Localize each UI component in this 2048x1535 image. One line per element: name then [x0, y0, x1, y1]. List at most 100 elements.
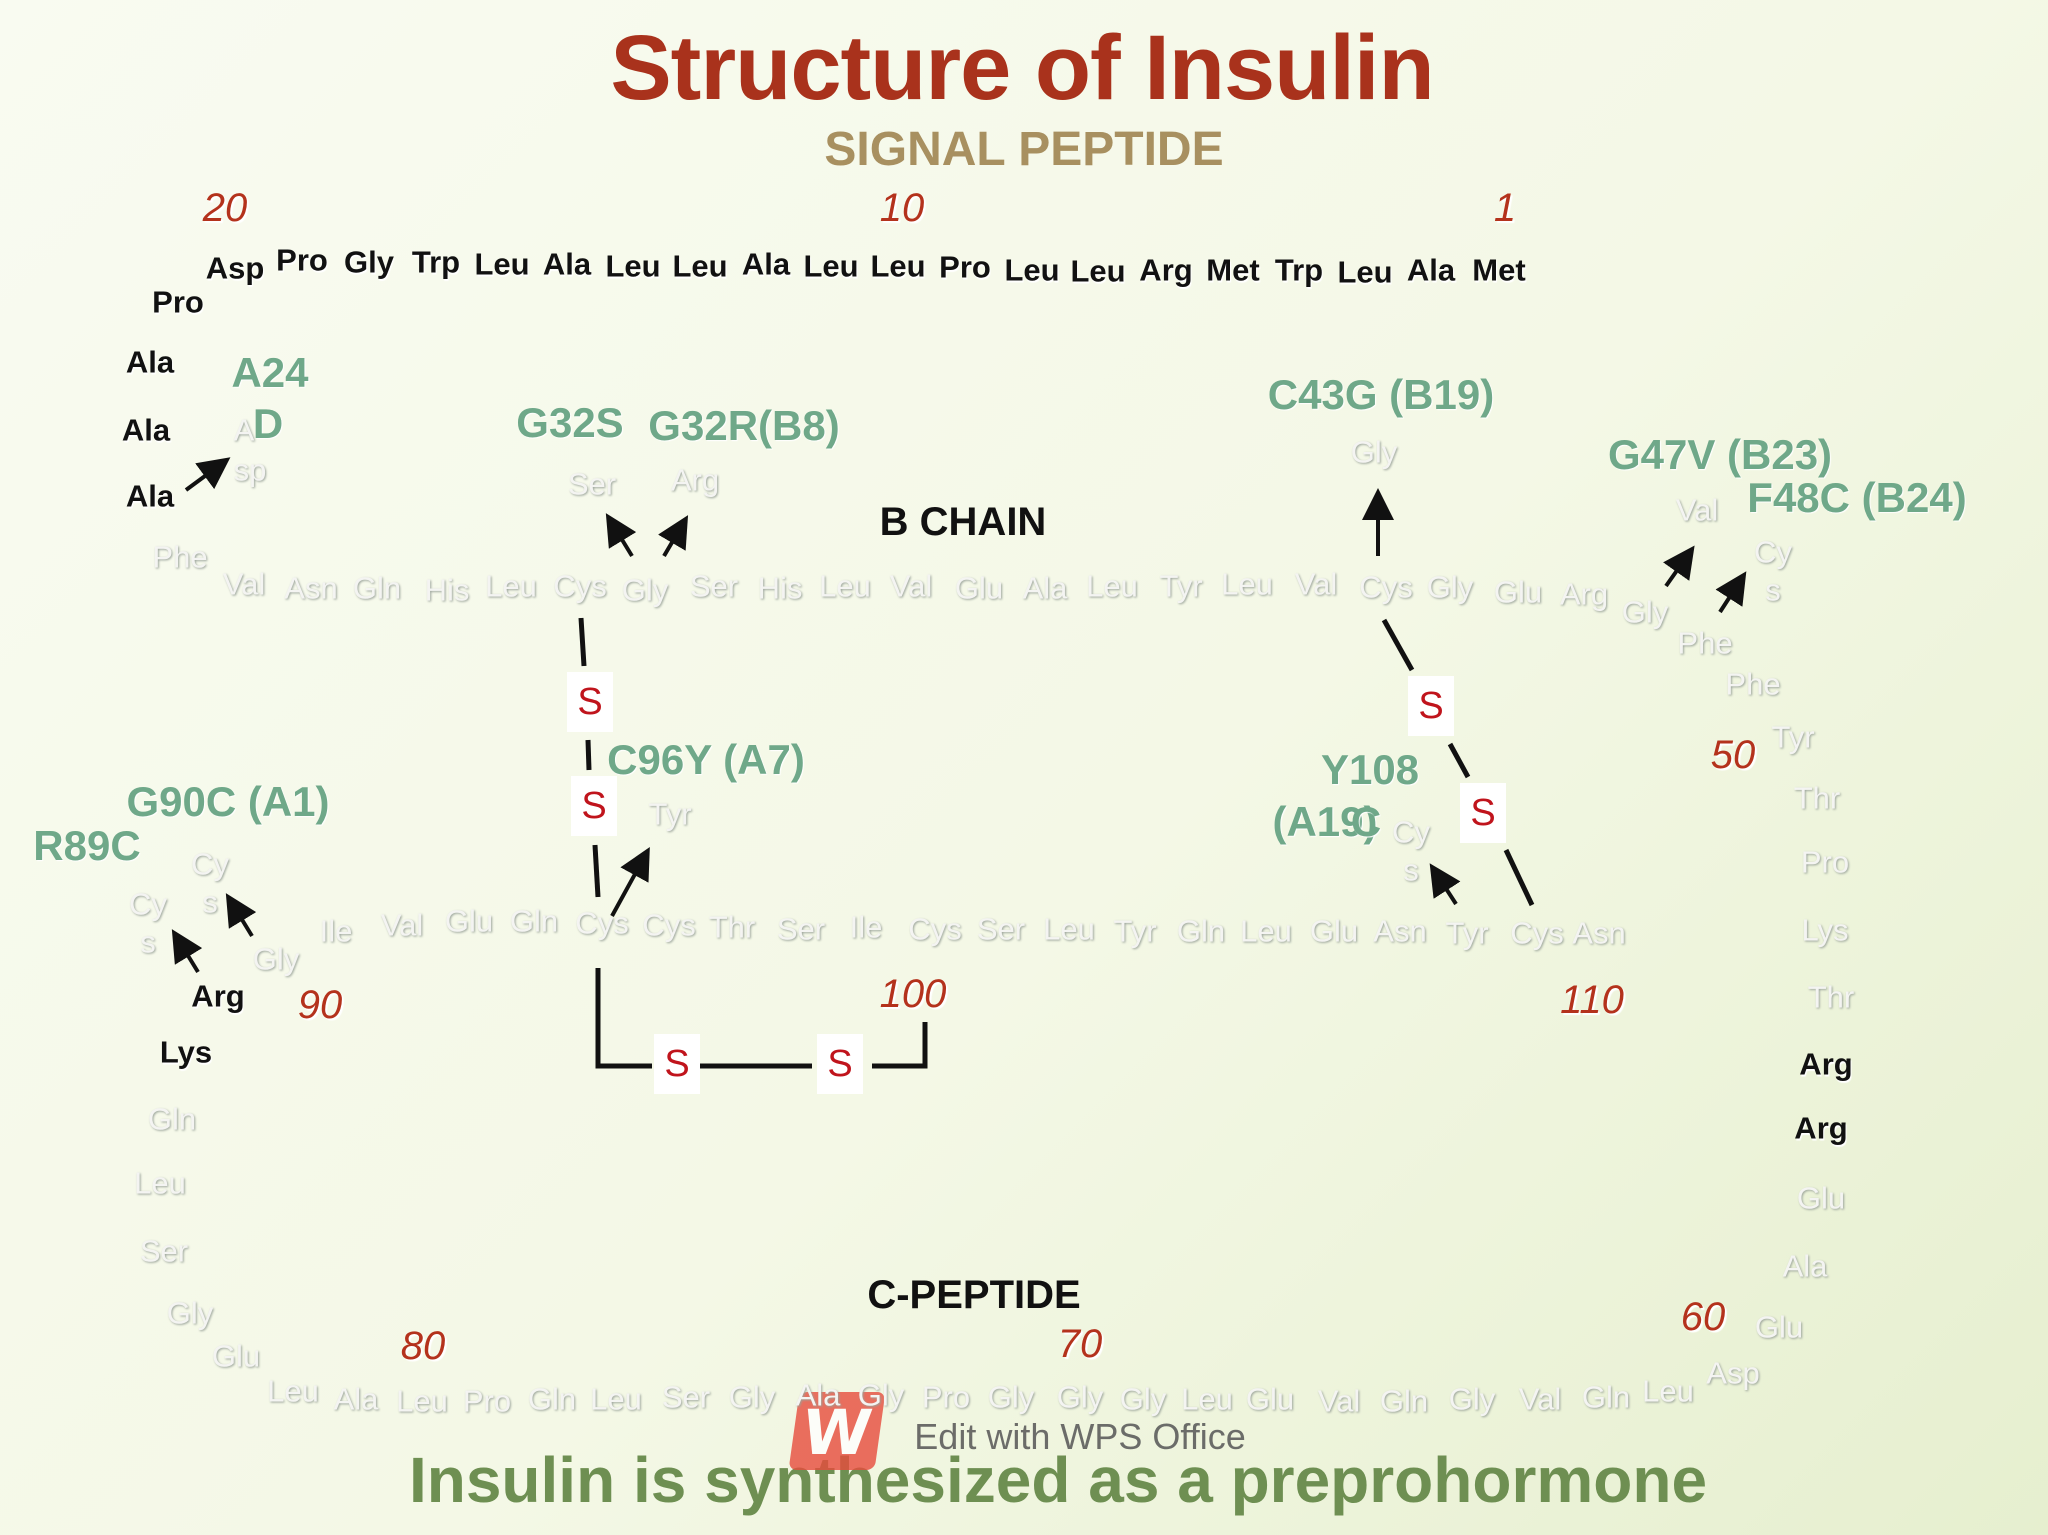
b-chain-label: B CHAIN	[879, 500, 1047, 544]
mutation-arrow	[610, 846, 650, 917]
residue: His	[757, 570, 803, 606]
residue: Phe	[1677, 625, 1733, 661]
mutation-arrow	[225, 893, 257, 938]
residue: Asn	[1373, 913, 1427, 949]
mutation-arrow	[184, 457, 231, 492]
residue: Ser	[689, 568, 739, 604]
residue: Ala	[1782, 1248, 1828, 1284]
signal-peptide-label: SIGNAL PEPTIDE	[824, 123, 1224, 176]
residue: Glu	[1245, 1381, 1295, 1417]
mutant-residue: s	[1403, 852, 1419, 888]
residue: Ala	[1022, 570, 1068, 606]
residue: Gly	[1448, 1381, 1496, 1417]
residue: Tyr	[1771, 719, 1815, 755]
residue: Leu	[396, 1383, 448, 1419]
position-number: 80	[400, 1324, 446, 1368]
residue: Gln	[1581, 1379, 1631, 1415]
residue: Leu	[803, 248, 859, 284]
residue: Trp	[1274, 252, 1324, 288]
residue: Gly	[1621, 594, 1669, 630]
watermark-text: Edit with WPS Office	[914, 1416, 1246, 1457]
disulfide-sulfur: S	[1408, 676, 1454, 736]
residue: Thr	[1807, 979, 1855, 1015]
mutant-residue: Val	[1675, 492, 1719, 528]
residue: Leu	[474, 246, 530, 282]
bond-line	[1381, 618, 1415, 672]
residue: Gln	[527, 1381, 577, 1417]
residue: Tyr	[1445, 915, 1489, 951]
residue: Asp	[205, 250, 265, 286]
residue: Lys	[1801, 912, 1849, 948]
residue: Val	[1518, 1381, 1562, 1417]
residue: Pro	[462, 1383, 512, 1419]
mutation-arrow	[605, 513, 637, 558]
mutant-residue: Tyr	[648, 796, 692, 832]
residue: Tyr	[1159, 568, 1203, 604]
residue: Cys	[1510, 915, 1564, 951]
residue: Ala	[741, 246, 791, 282]
residue: Leu	[1240, 913, 1292, 949]
residue: Ser	[139, 1233, 189, 1269]
residue: Tyr	[1113, 913, 1157, 949]
mutant-residue: Gly	[1350, 434, 1398, 470]
mutation-label: C96Y (A7)	[607, 736, 805, 783]
disulfide-sulfur: S	[571, 776, 617, 836]
mutation-label: G32R(B8)	[648, 402, 840, 449]
page-title: Structure of Insulin	[610, 17, 1434, 119]
disulfide-sulfur: S	[654, 1034, 700, 1094]
residue: Glu	[444, 903, 494, 939]
residue: Ala	[1406, 252, 1456, 288]
residue: Thr	[1793, 780, 1841, 816]
residue: Asp	[1706, 1355, 1760, 1391]
mutant-residue: sp	[233, 452, 267, 488]
mutation-label: R89C	[33, 822, 141, 869]
bond-line	[1447, 742, 1471, 779]
residue: Ala	[795, 1377, 841, 1413]
bond-line	[592, 844, 601, 898]
residue: Ile	[319, 913, 353, 949]
residue: Trp	[411, 244, 461, 280]
residue: Thr	[708, 909, 756, 945]
mutation-label: Y108	[1320, 746, 1420, 793]
residue: Gly	[1119, 1381, 1167, 1417]
residue: Gln	[147, 1101, 197, 1137]
mutation-label: F48C (B24)	[1747, 474, 1967, 521]
residue: Gln	[352, 570, 402, 606]
residue: Cys	[1359, 569, 1413, 605]
mutant-residue: A	[233, 412, 255, 448]
position-number: 50	[1710, 733, 1756, 777]
bond-line	[578, 617, 587, 667]
residue: Pro	[1800, 844, 1850, 880]
residue: Pro	[921, 1379, 971, 1415]
position-number: 1	[1493, 186, 1517, 230]
residue: Asn	[1572, 915, 1626, 951]
residue: Glu	[1754, 1309, 1804, 1345]
residue: Leu	[1086, 568, 1138, 604]
residue: Gly	[344, 244, 394, 280]
residue: Glu	[211, 1338, 261, 1374]
residue: Glu	[954, 570, 1004, 606]
residue: Arg	[1559, 576, 1609, 612]
mutant-residue: Ser	[567, 466, 617, 502]
residue: Arg	[1794, 1110, 1848, 1146]
bond-line	[872, 1022, 928, 1069]
residue: Ala	[125, 344, 175, 380]
residue: Cys	[575, 905, 629, 941]
residue: Ile	[849, 909, 883, 945]
position-number: 90	[297, 983, 343, 1027]
mutation-label: G32S	[516, 399, 624, 446]
residue: Leu	[1181, 1381, 1233, 1417]
residue: Ala	[125, 478, 175, 514]
residue: His	[424, 572, 470, 608]
residue: Pro	[152, 284, 204, 320]
bond-line	[585, 739, 592, 771]
mutation-label: A24	[231, 349, 309, 396]
residue: Leu	[672, 248, 728, 284]
residue: Glu	[1796, 1180, 1846, 1216]
residue: Gln	[509, 903, 559, 939]
residue: Leu	[267, 1373, 319, 1409]
position-number: 70	[1057, 1322, 1103, 1366]
position-number: 100	[879, 972, 947, 1016]
residue: Cys	[642, 907, 696, 943]
residue: Leu	[819, 568, 871, 604]
